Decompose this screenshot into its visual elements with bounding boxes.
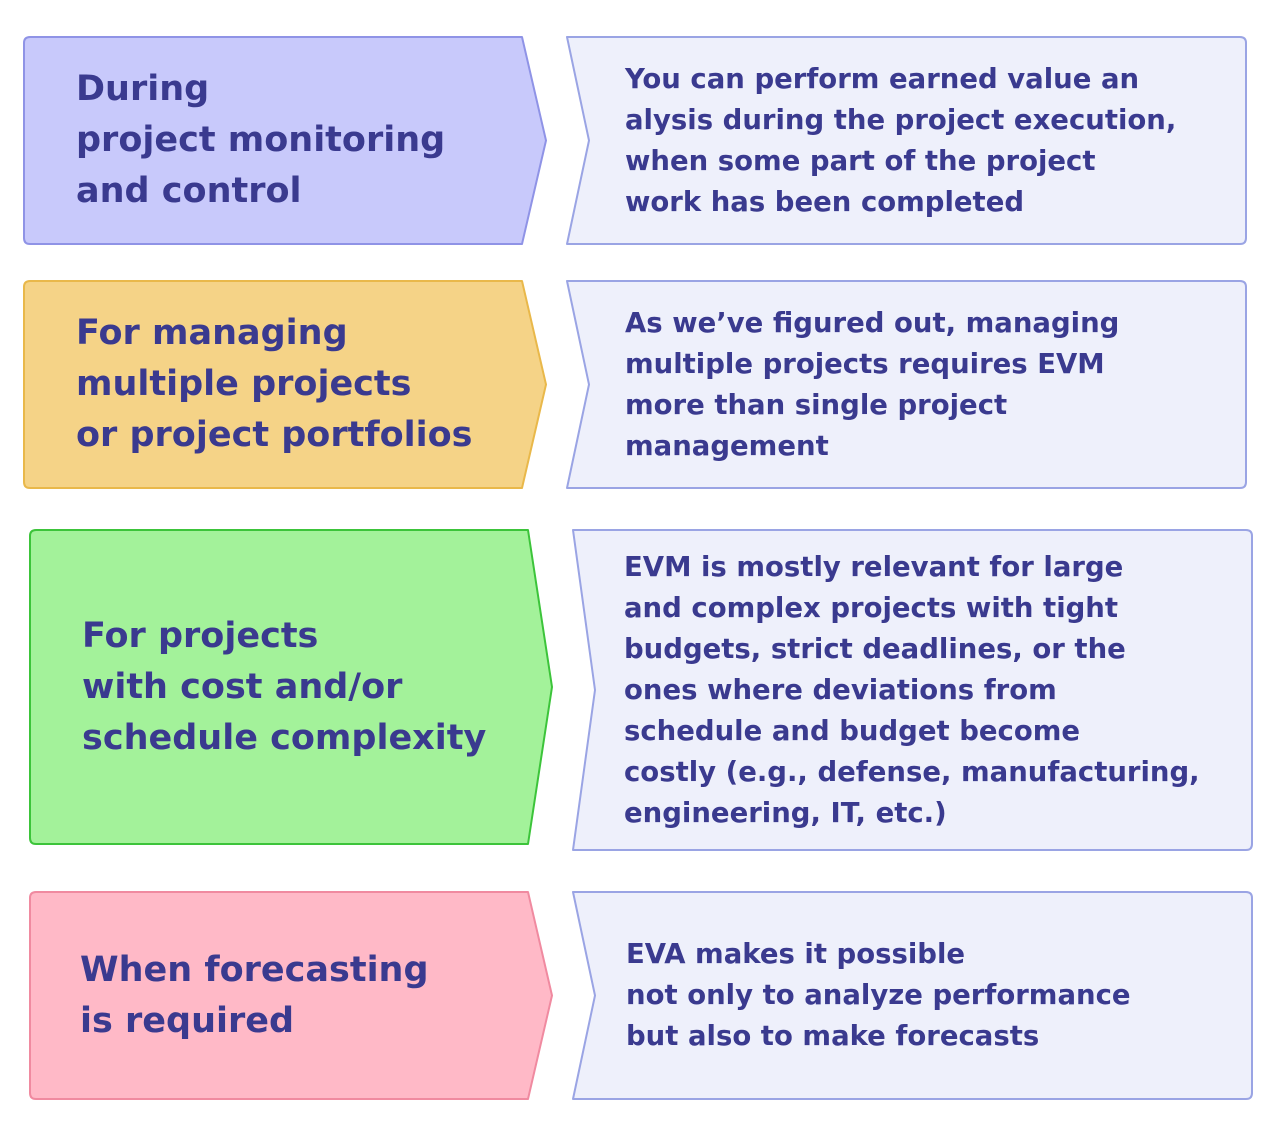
- description-label-line: work has been completed: [625, 185, 1025, 218]
- condition-shape: [29, 529, 553, 845]
- condition-label: During project monitoring and control: [76, 37, 522, 244]
- condition-label: For projects with cost and/or schedule com…: [82, 530, 528, 844]
- description-label-line: not only to analyze performance: [626, 979, 1131, 1011]
- description-label: As we’ve figured out, managing multiple p…: [625, 281, 1246, 488]
- condition-label: For managing multiple projects or project …: [76, 281, 522, 488]
- description-label-line: schedule and budget become: [624, 714, 1081, 747]
- description-label-line: more than single project: [625, 388, 1008, 421]
- condition-shape: [29, 891, 553, 1100]
- description-label-line: but also to make forecasts: [626, 1020, 1040, 1052]
- condition-label-line: project monitoring: [76, 120, 446, 160]
- condition-shape: [23, 280, 547, 489]
- description-label-line: multiple projects requires EVM: [625, 347, 1105, 380]
- condition-label-line: schedule complexity: [82, 717, 487, 758]
- description-shape: [566, 280, 1247, 489]
- description-label-line: EVA makes it possible: [626, 938, 966, 970]
- condition-label-line: and control: [76, 171, 302, 211]
- condition-label-line: or project portfolios: [76, 415, 473, 455]
- condition-label-line: with cost and/or: [82, 666, 403, 707]
- description-shape: [572, 529, 1253, 851]
- description-label-line: costly (e.g., defense, manufacturing,: [624, 755, 1200, 788]
- description-label-line: and complex projects with tight: [624, 591, 1119, 624]
- description-label: EVA makes it possible not only to analyze…: [626, 892, 1252, 1099]
- description-label-line: As we’ve figured out, managing: [625, 306, 1120, 339]
- condition-label-line: For projects: [82, 615, 319, 656]
- condition-label-line: is required: [80, 1000, 295, 1041]
- description-label: You can perform earned value an alysis du…: [625, 37, 1246, 244]
- condition-label-line: multiple projects: [76, 364, 412, 404]
- condition-label-line: During: [76, 69, 210, 109]
- description-label: EVM is mostly relevant for large and comp…: [624, 530, 1252, 850]
- description-label-line: You can perform earned value an: [625, 62, 1140, 95]
- condition-label: When forecasting is required: [80, 892, 528, 1099]
- description-label-line: engineering, IT, etc.): [624, 796, 947, 829]
- description-label-line: alysis during the project execution,: [625, 103, 1177, 136]
- description-label-line: ones where deviations from: [624, 673, 1057, 706]
- description-label-line: management: [625, 429, 829, 462]
- description-shape: [566, 36, 1247, 245]
- condition-label-line: For managing: [76, 313, 348, 353]
- description-label-line: EVM is mostly relevant for large: [624, 550, 1124, 583]
- condition-label-line: When forecasting: [80, 949, 429, 990]
- description-label-line: when some part of the project: [625, 144, 1096, 177]
- condition-shape: [23, 36, 547, 245]
- description-shape: [572, 891, 1253, 1100]
- description-label-line: budgets, strict deadlines, or the: [624, 632, 1126, 665]
